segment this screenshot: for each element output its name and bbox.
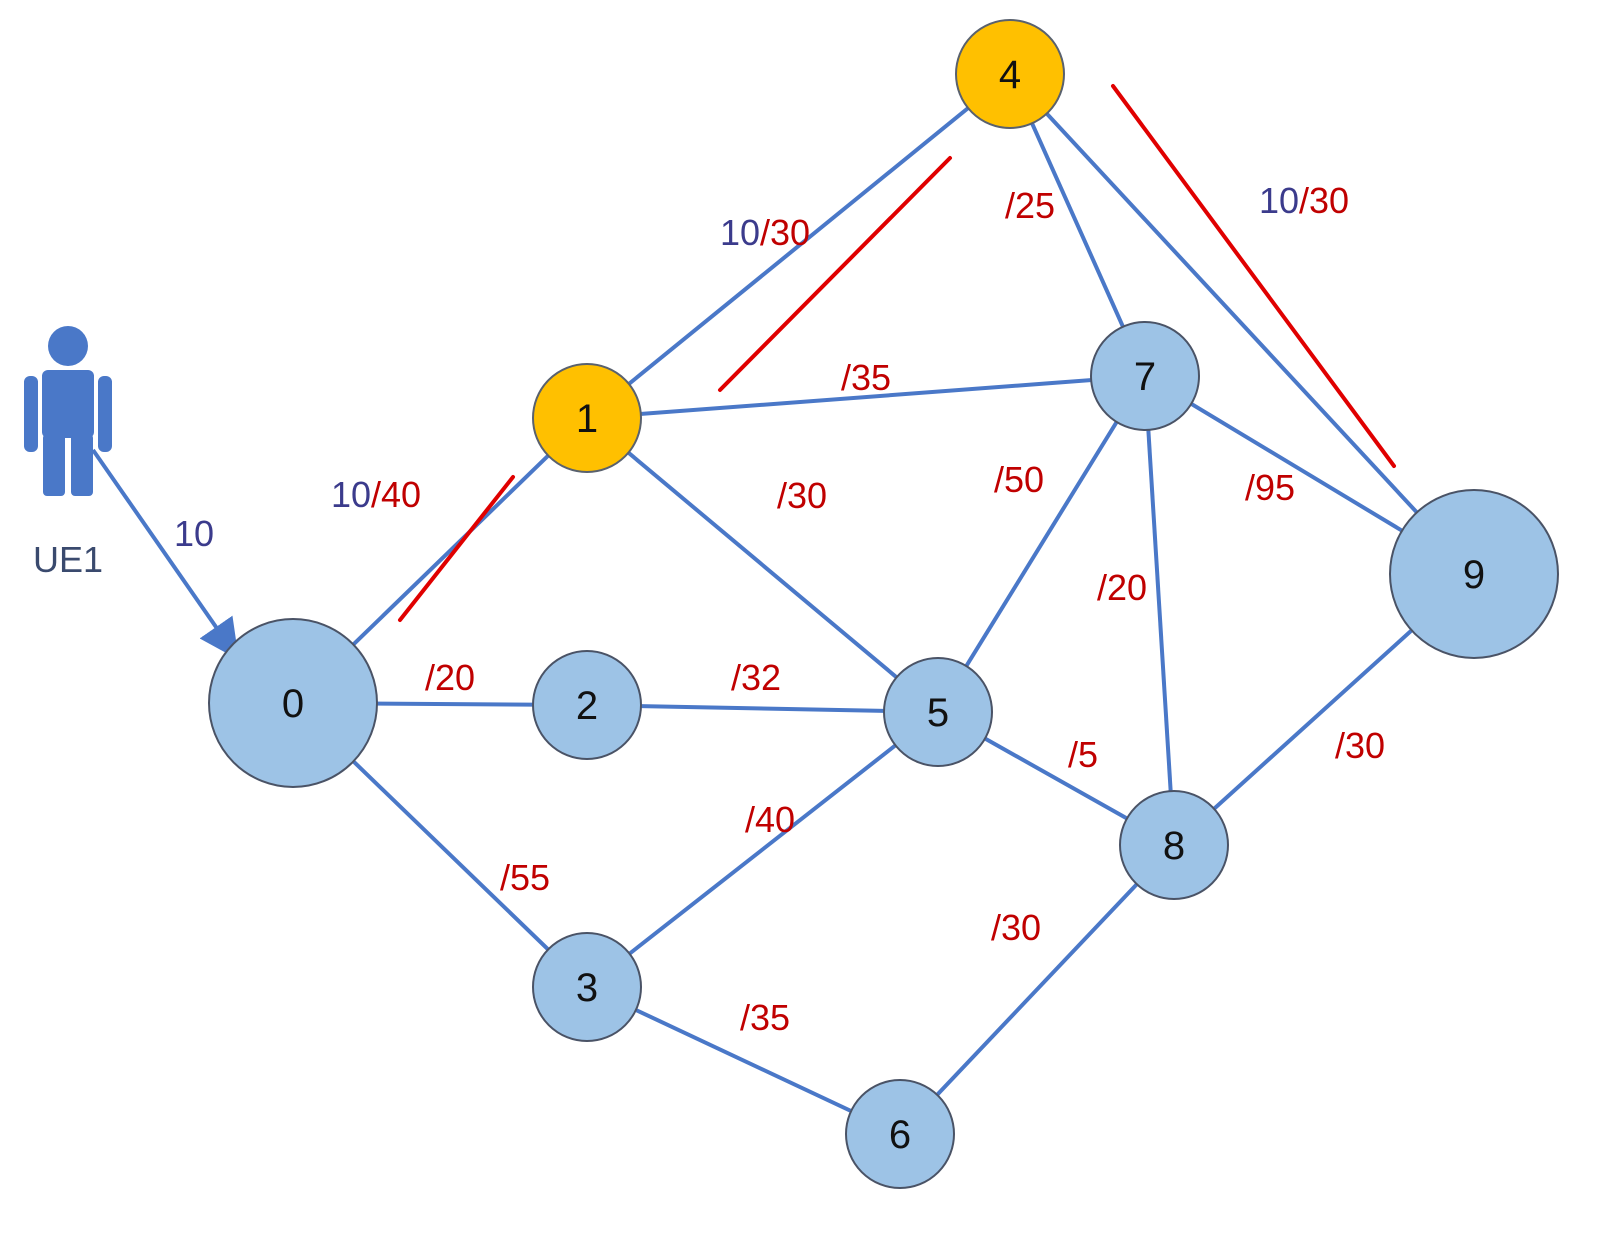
edge-2-5 xyxy=(586,703,939,714)
node-label-3: 3 xyxy=(576,966,598,1010)
edge-capacity-4-9: /30 xyxy=(1299,180,1349,221)
node-circle-5 xyxy=(883,657,993,767)
path-markers-layer xyxy=(398,84,1396,622)
person-icon xyxy=(24,326,112,496)
node-label-0: 0 xyxy=(282,682,304,726)
edge-7-8 xyxy=(1143,375,1176,846)
node-7: 7 xyxy=(1090,321,1200,431)
node-label-2: 2 xyxy=(576,684,598,728)
edge-capacity-7-9: /95 xyxy=(1245,467,1295,508)
node-label-5: 5 xyxy=(927,691,949,735)
node-label-9: 9 xyxy=(1463,553,1485,597)
node-4: 4 xyxy=(955,19,1065,129)
edge-capacity-5-8: /5 xyxy=(1068,734,1098,775)
edge-3-5 xyxy=(585,710,940,989)
edge-label-7-8: /20 xyxy=(1097,567,1147,608)
node-2: 2 xyxy=(532,650,642,760)
node-label-8: 8 xyxy=(1163,824,1185,868)
edge-capacity-3-5: /40 xyxy=(745,799,795,840)
node-label-6: 6 xyxy=(889,1113,911,1157)
node-circle-1 xyxy=(532,363,642,473)
person-right-leg xyxy=(71,434,93,496)
edge-label-8-9: /30 xyxy=(1335,725,1385,766)
edge-1-5 xyxy=(585,416,940,714)
person-left-leg xyxy=(43,434,65,496)
edge-label-1-7: /35 xyxy=(841,357,891,398)
edge-label-0-2: /20 xyxy=(425,657,475,698)
edge-capacity-1-4: /30 xyxy=(760,212,810,253)
node-circle-8 xyxy=(1119,790,1229,900)
edge-capacity-5-7: /50 xyxy=(994,459,1044,500)
edge-capacity-3-6: /35 xyxy=(740,997,790,1038)
edge-1-4 xyxy=(585,72,1012,420)
node-label-4: 4 xyxy=(999,53,1021,97)
edge-label-5-8: /5 xyxy=(1068,734,1098,775)
node-9: 9 xyxy=(1389,489,1559,659)
edge-label-6-8: /30 xyxy=(991,907,1041,948)
person-torso xyxy=(42,370,94,438)
edge-6-8 xyxy=(898,843,1176,1136)
node-circle-7 xyxy=(1090,321,1200,431)
ue-arrow xyxy=(91,448,239,660)
edge-capacity-1-5: /30 xyxy=(777,475,827,516)
edge-label-7-9: /95 xyxy=(1245,467,1295,508)
node-3: 3 xyxy=(532,932,642,1042)
path-marker-4-9 xyxy=(1111,84,1396,468)
edge-demand-4-9: 10 xyxy=(1259,180,1299,221)
node-label-1: 1 xyxy=(576,397,598,441)
edge-label-3-5: /40 xyxy=(745,799,795,840)
edge-capacity-6-8: /30 xyxy=(991,907,1041,948)
node-circle-3 xyxy=(532,932,642,1042)
edge-label-3-6: /35 xyxy=(740,997,790,1038)
edge-label-1-4: 10/30 xyxy=(720,212,810,253)
person-left-arm xyxy=(24,376,38,452)
node-5: 5 xyxy=(883,657,993,767)
ue-label: UE1 xyxy=(33,539,103,580)
person-right-arm xyxy=(98,376,112,452)
edge-label-2-5: /32 xyxy=(731,657,781,698)
node-circle-9 xyxy=(1389,489,1559,659)
edge-label-5-7: /50 xyxy=(994,459,1044,500)
node-label-7: 7 xyxy=(1134,355,1156,399)
edge-1-7 xyxy=(586,374,1146,420)
node-0: 0 xyxy=(208,618,378,788)
edge-capacity-2-5: /32 xyxy=(731,657,781,698)
edge-demand-0-1: 10 xyxy=(331,474,371,515)
path-marker-0-1 xyxy=(398,475,515,622)
node-1: 1 xyxy=(532,363,642,473)
ue-demand-label: 10 xyxy=(174,513,214,554)
edge-demand-1-4: 10 xyxy=(720,212,760,253)
node-circle-2 xyxy=(532,650,642,760)
edge-capacity-4-7: /25 xyxy=(1005,185,1055,226)
edge-label-4-9: 10/30 xyxy=(1259,180,1349,221)
nodes-layer: 0 1 2 3 4 5 6 7 8 9 xyxy=(208,19,1559,1189)
edge-capacity-0-3: /55 xyxy=(500,857,550,898)
edge-3-6 xyxy=(586,985,901,1136)
edge-capacity-1-7: /35 xyxy=(841,357,891,398)
edges-layer xyxy=(291,72,1476,1136)
node-circle-0 xyxy=(208,618,378,788)
edge-label-0-3: /55 xyxy=(500,857,550,898)
node-8: 8 xyxy=(1119,790,1229,900)
edge-5-7 xyxy=(936,374,1147,714)
node-circle-4 xyxy=(955,19,1065,129)
node-circle-6 xyxy=(845,1079,955,1189)
path-marker-1-4 xyxy=(718,156,952,392)
edge-capacity-8-9: /30 xyxy=(1335,725,1385,766)
edge-4-9 xyxy=(1008,72,1476,576)
person-head xyxy=(48,326,88,366)
edge-capacity-0-2: /20 xyxy=(425,657,475,698)
user-equipment: UE1 10 xyxy=(24,326,239,660)
edge-capacity-0-1: /40 xyxy=(371,474,421,515)
edge-label-1-5: /30 xyxy=(777,475,827,516)
edge-label-0-1: 10/40 xyxy=(331,474,421,515)
edge-label-4-7: /25 xyxy=(1005,185,1055,226)
node-6: 6 xyxy=(845,1079,955,1189)
edge-capacity-7-8: /20 xyxy=(1097,567,1147,608)
edge-4-7 xyxy=(1008,73,1147,377)
